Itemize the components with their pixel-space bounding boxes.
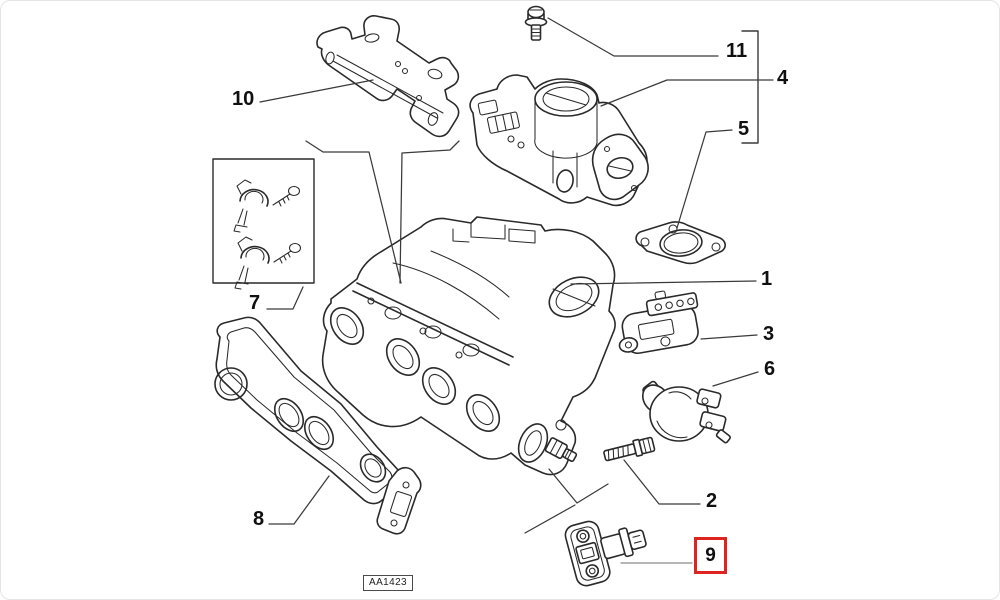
intake-manifold-drawing bbox=[321, 216, 616, 476]
mounting-bracket-drawing bbox=[316, 15, 460, 138]
callout-10[interactable]: 10 bbox=[232, 88, 255, 110]
clamp-item bbox=[234, 236, 302, 290]
screw-top-drawing bbox=[524, 5, 548, 41]
callout-8[interactable]: 8 bbox=[253, 508, 265, 530]
leader-lines bbox=[259, 17, 774, 564]
callout-4[interactable]: 4 bbox=[777, 67, 789, 89]
callout-9-highlight-box[interactable]: 9 bbox=[694, 537, 727, 574]
throttle-gasket-drawing bbox=[635, 221, 726, 265]
sensor-drawing bbox=[564, 520, 647, 587]
throttle-position-sensor-drawing bbox=[618, 290, 699, 355]
callout-5[interactable]: 5 bbox=[738, 118, 750, 140]
callout-7[interactable]: 7 bbox=[249, 292, 261, 314]
clamp-item bbox=[233, 179, 301, 233]
throttle-body-drawing bbox=[469, 74, 649, 207]
diagram-code-badge: AA1423 bbox=[363, 575, 413, 591]
callout-1[interactable]: 1 bbox=[761, 268, 773, 290]
bolt-drawing bbox=[603, 436, 656, 462]
callout-11[interactable]: 11 bbox=[726, 40, 748, 62]
idle-valve-drawing bbox=[641, 380, 731, 444]
callout-2[interactable]: 2 bbox=[706, 490, 718, 512]
callout-3[interactable]: 3 bbox=[763, 323, 775, 345]
callout-6[interactable]: 6 bbox=[764, 358, 776, 380]
manifold-gasket-drawing bbox=[214, 316, 422, 535]
clamp-kit-drawing bbox=[212, 158, 315, 290]
callout-9[interactable]: 9 bbox=[705, 544, 716, 566]
